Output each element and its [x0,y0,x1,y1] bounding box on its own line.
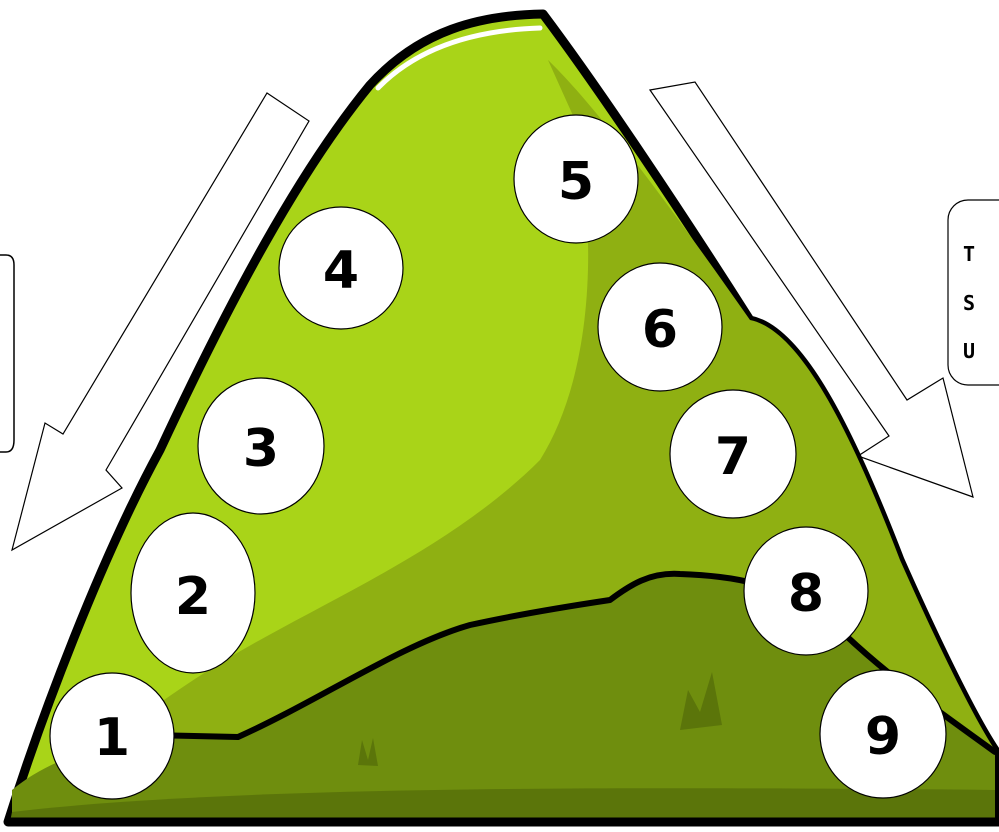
step-label-5: 5 [558,152,594,212]
step-circle-9: 9 [820,670,946,798]
step-circle-7: 7 [670,390,796,518]
step-label-7: 7 [715,427,751,487]
step-label-9: 9 [865,707,901,767]
step-label-8: 8 [788,564,824,624]
step-circle-5: 5 [514,115,638,243]
step-circle-1: 1 [50,673,174,799]
note-line-2: S [963,291,975,315]
step-label-3: 3 [243,419,279,479]
step-circle-2: 2 [131,513,255,673]
note-line-1: T [963,242,975,266]
step-circle-4: 4 [279,207,403,329]
left-edge-box [0,255,14,452]
step-circle-6: 6 [598,263,722,391]
step-circle-8: 8 [744,527,868,655]
step-label-2: 2 [175,567,211,627]
step-label-1: 1 [94,708,130,768]
note-line-3: U [963,339,975,363]
step-label-6: 6 [642,300,678,360]
step-label-4: 4 [323,241,359,301]
step-circle-3: 3 [198,378,324,514]
